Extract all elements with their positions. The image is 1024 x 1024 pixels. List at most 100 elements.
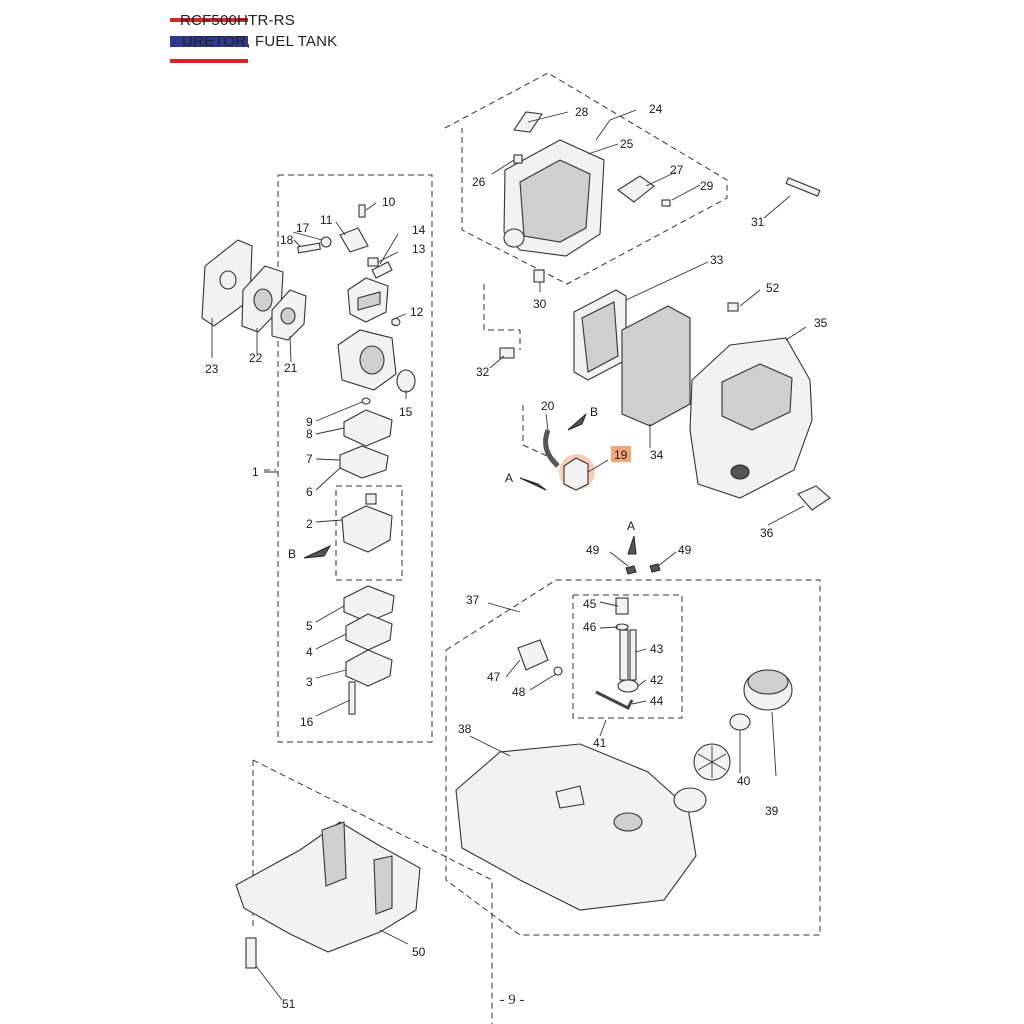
part-16-bolt <box>348 681 356 715</box>
part-40-gasket <box>729 713 751 731</box>
part-35-slot <box>730 464 750 480</box>
callout-14: 14 <box>412 223 426 237</box>
part-5-gasket <box>343 585 395 623</box>
callout-5: 5 <box>306 619 313 633</box>
part-38-neck <box>673 787 707 813</box>
callout-15: 15 <box>399 405 413 419</box>
callout-42: 42 <box>650 673 664 687</box>
group-box-carburetor <box>277 174 433 743</box>
part-52-screw <box>727 302 739 312</box>
callout-48: 48 <box>512 685 526 699</box>
callout-3: 3 <box>306 675 313 689</box>
callout-2: 2 <box>306 517 313 531</box>
part-50-boss-right <box>373 855 393 915</box>
callout-32: 32 <box>476 365 490 379</box>
part-38-bracket <box>555 785 585 809</box>
callout-12: 12 <box>410 305 424 319</box>
part-2-cap <box>365 493 377 505</box>
part-40-spider-spokes <box>697 746 727 778</box>
part-34-sponge <box>621 305 691 427</box>
part-29-screw <box>661 199 671 207</box>
callout-24: 24 <box>649 102 663 116</box>
group-box-air-cleaner <box>444 72 728 285</box>
part-15-o-ring <box>396 369 416 393</box>
carb-bore <box>359 345 385 375</box>
section-title: URETOR, FUEL TANK <box>182 33 338 50</box>
callout-17: 17 <box>296 221 310 235</box>
callout-9: 9 <box>306 415 313 429</box>
callout-19: 19 <box>614 448 628 462</box>
callout-16: 16 <box>300 715 314 729</box>
part-30-nut <box>533 269 545 283</box>
part-38-tank <box>455 743 697 911</box>
callout-30: 30 <box>533 297 547 311</box>
part-21-hole <box>280 307 296 325</box>
part-38-filler <box>613 812 643 832</box>
callout-19-highlight-box <box>611 446 631 462</box>
part-39-cap-top <box>747 669 789 695</box>
callout-21: 21 <box>284 361 298 375</box>
callout-49-right: 49 <box>678 543 692 557</box>
ref-arrow-b-right <box>567 413 587 431</box>
part-14-lever <box>371 261 393 279</box>
part-4-pump <box>345 613 393 651</box>
group-box-fuel-pickup <box>572 594 683 719</box>
callout-36: 36 <box>760 526 774 540</box>
callout-46: 46 <box>583 620 597 634</box>
ref-mark-b-right: B <box>590 405 598 419</box>
callout-27: 27 <box>670 163 684 177</box>
part-25-port <box>503 228 525 248</box>
part-17-spring <box>320 236 332 248</box>
part-12-clip <box>391 317 401 327</box>
ref-arrow-a-top <box>627 535 637 555</box>
part-9-screw <box>361 397 371 405</box>
part-43-tube-b <box>629 629 637 681</box>
callout-10: 10 <box>382 195 396 209</box>
callout-18: 18 <box>280 233 294 247</box>
part-3-cover <box>345 649 393 687</box>
part-8-diaphragm-cover <box>343 409 393 447</box>
part-49-grommet-left <box>625 565 637 575</box>
connector-line-air <box>483 284 521 350</box>
callout-45: 45 <box>583 597 597 611</box>
flag-stripe-red-bottom <box>170 59 248 63</box>
part-51-bolt <box>245 937 257 969</box>
callout-44: 44 <box>650 694 664 708</box>
part-18-screw <box>297 242 321 254</box>
callout-47: 47 <box>487 670 501 684</box>
callout-33: 33 <box>710 253 724 267</box>
ref-mark-a-top: A <box>627 519 635 533</box>
part-13-nut <box>367 257 379 267</box>
callout-28: 28 <box>575 105 589 119</box>
callout-34: 34 <box>650 448 664 462</box>
callout-29: 29 <box>700 179 714 193</box>
callout-37: 37 <box>466 593 480 607</box>
part-23-hole <box>219 270 237 290</box>
part-31-bolt <box>785 177 821 197</box>
part-35-vent <box>721 363 793 431</box>
part-36-knob <box>797 485 831 511</box>
callout-43: 43 <box>650 642 664 656</box>
part-22-hole <box>253 288 273 312</box>
ref-mark-b-left: B <box>288 547 296 561</box>
callout-1: 1 <box>252 465 259 479</box>
callout-35: 35 <box>814 316 828 330</box>
callout-23: 23 <box>205 362 219 376</box>
ref-arrow-b-left <box>303 544 332 559</box>
callout-41: 41 <box>593 736 607 750</box>
callout-4: 4 <box>306 645 313 659</box>
part-32-bolt <box>499 347 515 359</box>
part-50-boss-left <box>321 821 347 887</box>
flag-stripe-blue <box>170 36 248 47</box>
ref-arrow-a-left <box>519 477 547 491</box>
part-27-bracket <box>617 175 655 203</box>
carb-upper-shaft <box>357 291 381 311</box>
part-11-bracket <box>339 227 369 253</box>
callout-20: 20 <box>541 399 555 413</box>
callout-52: 52 <box>766 281 780 295</box>
callout-22: 22 <box>249 351 263 365</box>
group-box-carb-sub <box>335 485 403 581</box>
part-20-hose <box>543 429 560 468</box>
